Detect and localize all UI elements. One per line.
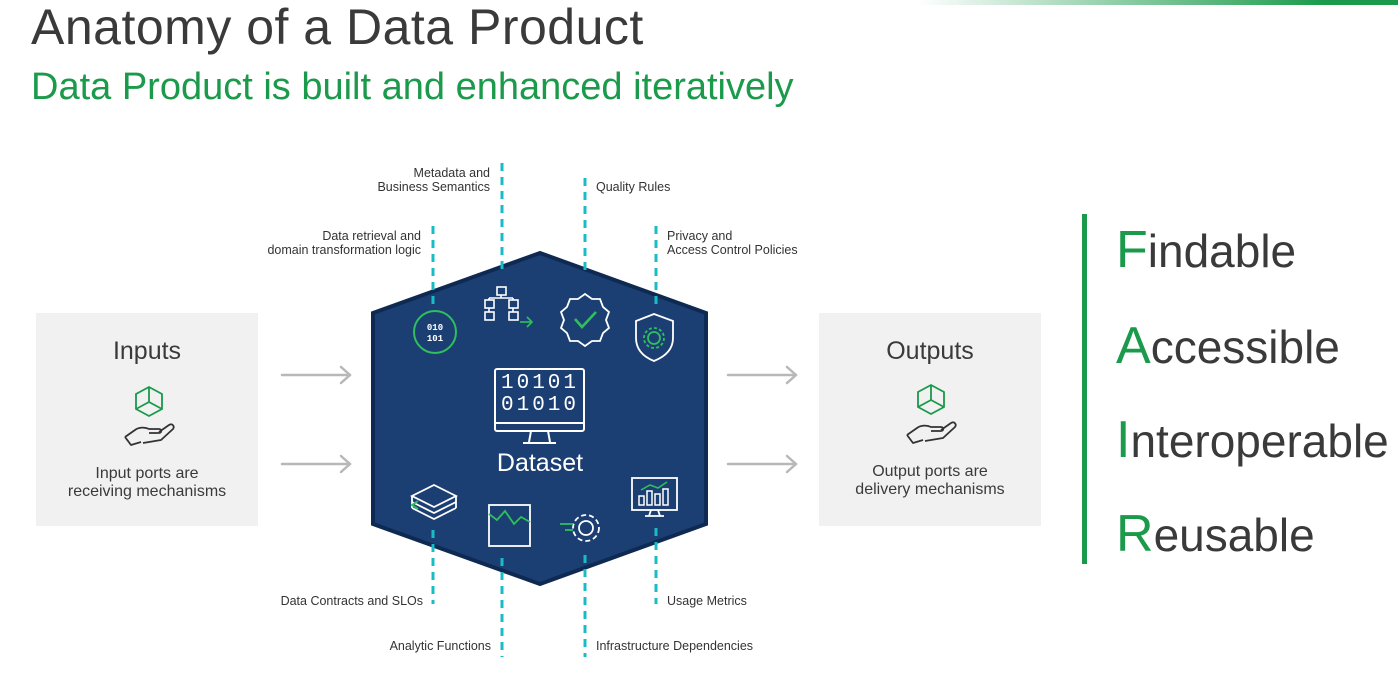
callout-usage: Usage Metrics [667,594,747,608]
binary-row-2-text: 01010 [500,394,579,417]
callout-infra-line1: Infrastructure Dependencies [596,639,754,653]
callout-metadata: Metadata and Business Semantics [377,166,490,194]
fair-item-accessible: Accessible [1116,316,1340,376]
fair-divider [1082,214,1087,564]
gear-icon [560,514,600,542]
binary-cycle-icon: 010 101 [413,310,457,354]
output-arrow-top [726,365,798,385]
input-arrow-bottom [280,454,352,474]
fair-item-reusable: Reusable [1116,504,1315,564]
callout-retrieval: Data retrieval and domain transformation… [267,229,421,257]
badge-check-icon [559,292,611,348]
callout-quality: Quality Rules [596,180,670,194]
callout-privacy-line2: Access Control Policies [667,243,798,257]
callout-analytic-line1: Analytic Functions [389,639,491,653]
fair-initial: I [1116,411,1131,469]
fair-rest: indable [1147,225,1297,277]
line-chart-icon [488,504,531,547]
callout-privacy: Privacy and Access Control Policies [667,229,798,257]
callout-contracts-line1: Data Contracts and SLOs [280,594,423,608]
hand-cube-icon [906,383,957,444]
binary-row-1: 10101 [498,372,582,395]
callout-infra: Infrastructure Dependencies [596,639,753,653]
svg-text:010: 010 [427,323,443,333]
callout-retrieval-line1: Data retrieval and [322,229,421,243]
shield-gear-icon [635,313,674,362]
chart-monitor-icon [631,477,678,517]
hand-cube-icon [124,385,175,446]
fair-initial: R [1116,505,1154,563]
callout-retrieval-line2: domain transformation logic [267,243,421,257]
fair-rest: nteroperable [1130,415,1389,467]
outputs-caption-line1: Output ports are [872,463,988,480]
inputs-caption-line1: Input ports are [95,465,199,482]
fair-initial: F [1116,221,1148,279]
inputs-caption-line2: receiving mechanisms [67,483,227,500]
callout-contracts: Data Contracts and SLOs [281,594,423,608]
inputs-box: Inputs Input ports are receiving mechani… [36,313,258,526]
outputs-box: Outputs Output ports are delivery mechan… [819,313,1041,526]
callout-analytic: Analytic Functions [390,639,491,653]
page-subtitle: Data Product is built and enhanced itera… [31,66,794,108]
fair-rest: eusable [1153,509,1315,561]
fair-item-interoperable: Interoperable [1116,410,1389,470]
fair-initial: A [1116,317,1151,375]
callout-privacy-line1: Privacy and [667,229,733,243]
callout-quality-line1: Quality Rules [596,180,671,194]
input-arrow-top [280,365,352,385]
fair-item-findable: Findable [1116,220,1296,280]
inputs-title: Inputs [112,337,182,365]
monitor-icon [494,368,585,444]
binary-row-1-text: 10101 [500,372,579,395]
callout-usage-line1: Usage Metrics [667,594,747,608]
hierarchy-icon [484,286,534,328]
svg-text:101: 101 [427,334,444,344]
dataset-label: Dataset [496,449,584,477]
outputs-caption-line2: delivery mechanisms [855,481,1005,498]
page-title: Anatomy of a Data Product [31,0,644,55]
outputs-title: Outputs [886,337,974,365]
binary-row-2: 01010 [498,394,582,417]
fair-rest: ccessible [1150,321,1340,373]
callout-metadata-line1: Metadata and [413,166,490,180]
output-arrow-bottom [726,454,798,474]
callout-metadata-line2: Business Semantics [377,180,490,194]
header-accent-line [918,0,1398,5]
layers-icon [409,483,459,521]
